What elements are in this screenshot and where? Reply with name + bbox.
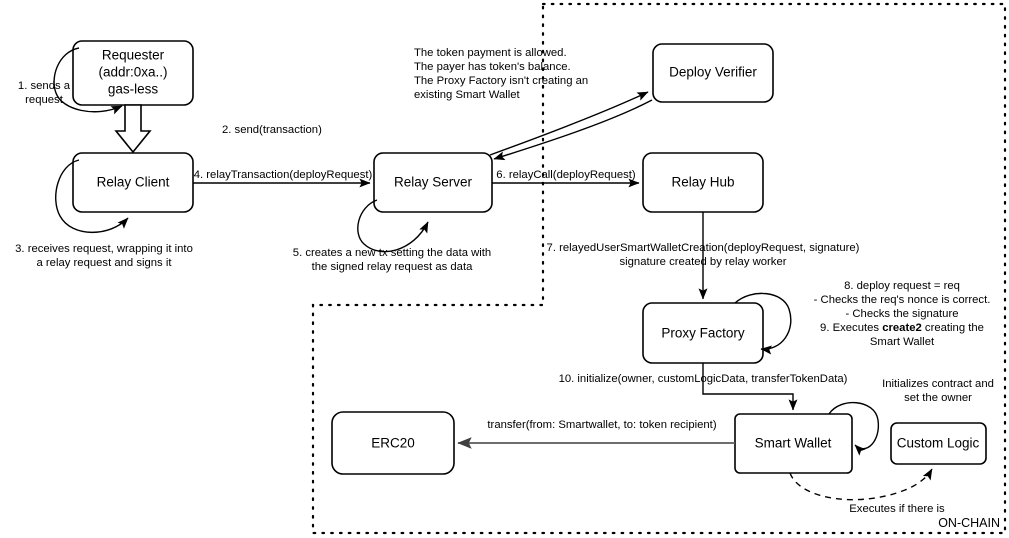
edge-send-transaction-block-arrow xyxy=(114,104,152,154)
label-step2: 2. send(transaction) xyxy=(222,124,322,136)
on-chain-boundary xyxy=(311,2,1007,535)
label-executes-if: Executes if there is xyxy=(849,503,945,515)
label-step7-line2: signature created by relay worker xyxy=(619,256,786,268)
node-erc20-label: ERC20 xyxy=(371,436,415,451)
node-relay-client-label: Relay Client xyxy=(97,175,170,190)
label-step9-line1: 9. Executes create2 creating the xyxy=(820,322,984,334)
label-step8-line3: - Checks the signature xyxy=(845,308,958,320)
label-step1-line1: 1. sends a xyxy=(18,80,71,92)
edge-verifier-response xyxy=(493,99,653,161)
label-transfer: transfer(from: Smartwallet, to: token re… xyxy=(487,419,716,431)
verifier-note-line4: existing Smart Wallet xyxy=(414,89,521,101)
verifier-note-line3: The Proxy Factory isn't creating an xyxy=(414,75,588,87)
label-step9-line2: Smart Wallet xyxy=(870,336,935,348)
verifier-note-line2: The payer has token's balance. xyxy=(414,61,571,73)
on-chain-label: ON-CHAIN xyxy=(938,516,1000,530)
edge-relay-client-self-loop xyxy=(55,159,129,234)
label-initializes-line1: Initializes contract and xyxy=(882,378,994,390)
label-step9-create2: create2 xyxy=(882,322,922,334)
label-initializes-line2: set the owner xyxy=(904,392,972,404)
node-deploy-verifier[interactable] xyxy=(652,43,774,103)
edge-requester-self-loop xyxy=(53,47,123,115)
label-step1-line2: request xyxy=(25,94,64,106)
edge-executes-if-there-is xyxy=(789,468,933,501)
verifier-note-line1: The token payment is allowed. xyxy=(414,47,567,59)
node-custom-logic[interactable] xyxy=(890,422,987,465)
label-step8-line2: - Checks the req's nonce is correct. xyxy=(814,294,991,306)
node-custom-logic-label: Custom Logic xyxy=(897,436,980,451)
edge-relay-server-self-loop xyxy=(357,199,429,253)
node-deploy-verifier-label: Deploy Verifier xyxy=(669,65,757,80)
node-requester-line1: Requester xyxy=(102,48,165,63)
label-step4: 4. relayTransaction(deployRequest) xyxy=(194,169,373,181)
label-step10: 10. initialize(owner, customLogicData, t… xyxy=(559,373,848,385)
node-smart-wallet-label: Smart Wallet xyxy=(755,436,832,451)
label-step9-suffix: creating the xyxy=(922,322,984,334)
label-step5-line2: the signed relay request as data xyxy=(312,261,473,273)
label-step9-prefix: 9. Executes xyxy=(820,322,882,334)
label-step5-line1: 5. creates a new tx setting the data wit… xyxy=(293,247,491,259)
node-relay-hub-label: Relay Hub xyxy=(671,175,734,190)
node-relay-server-label: Relay Server xyxy=(394,175,473,190)
label-step6: 6. relayCall(deployRequest) xyxy=(496,169,636,181)
node-requester-line2: (addr:0xa..) xyxy=(98,65,167,80)
edge-smart-wallet-self-loop xyxy=(828,401,880,456)
label-step8-line1: 8. deploy request = req xyxy=(844,280,960,292)
node-proxy-factory-label: Proxy Factory xyxy=(661,326,745,341)
edge-initialize xyxy=(702,363,798,411)
node-requester-line3: gas-less xyxy=(108,82,159,97)
edge-verifier-request xyxy=(489,91,649,156)
label-step7-line1: 7. relayedUserSmartWalletCreation(deploy… xyxy=(547,242,860,254)
label-step3-line1: 3. receives request, wrapping it into xyxy=(15,243,193,255)
node-erc20[interactable] xyxy=(331,411,455,475)
label-step3-line2: a relay request and signs it xyxy=(36,257,172,269)
edge-proxy-factory-self-loop xyxy=(734,292,792,355)
